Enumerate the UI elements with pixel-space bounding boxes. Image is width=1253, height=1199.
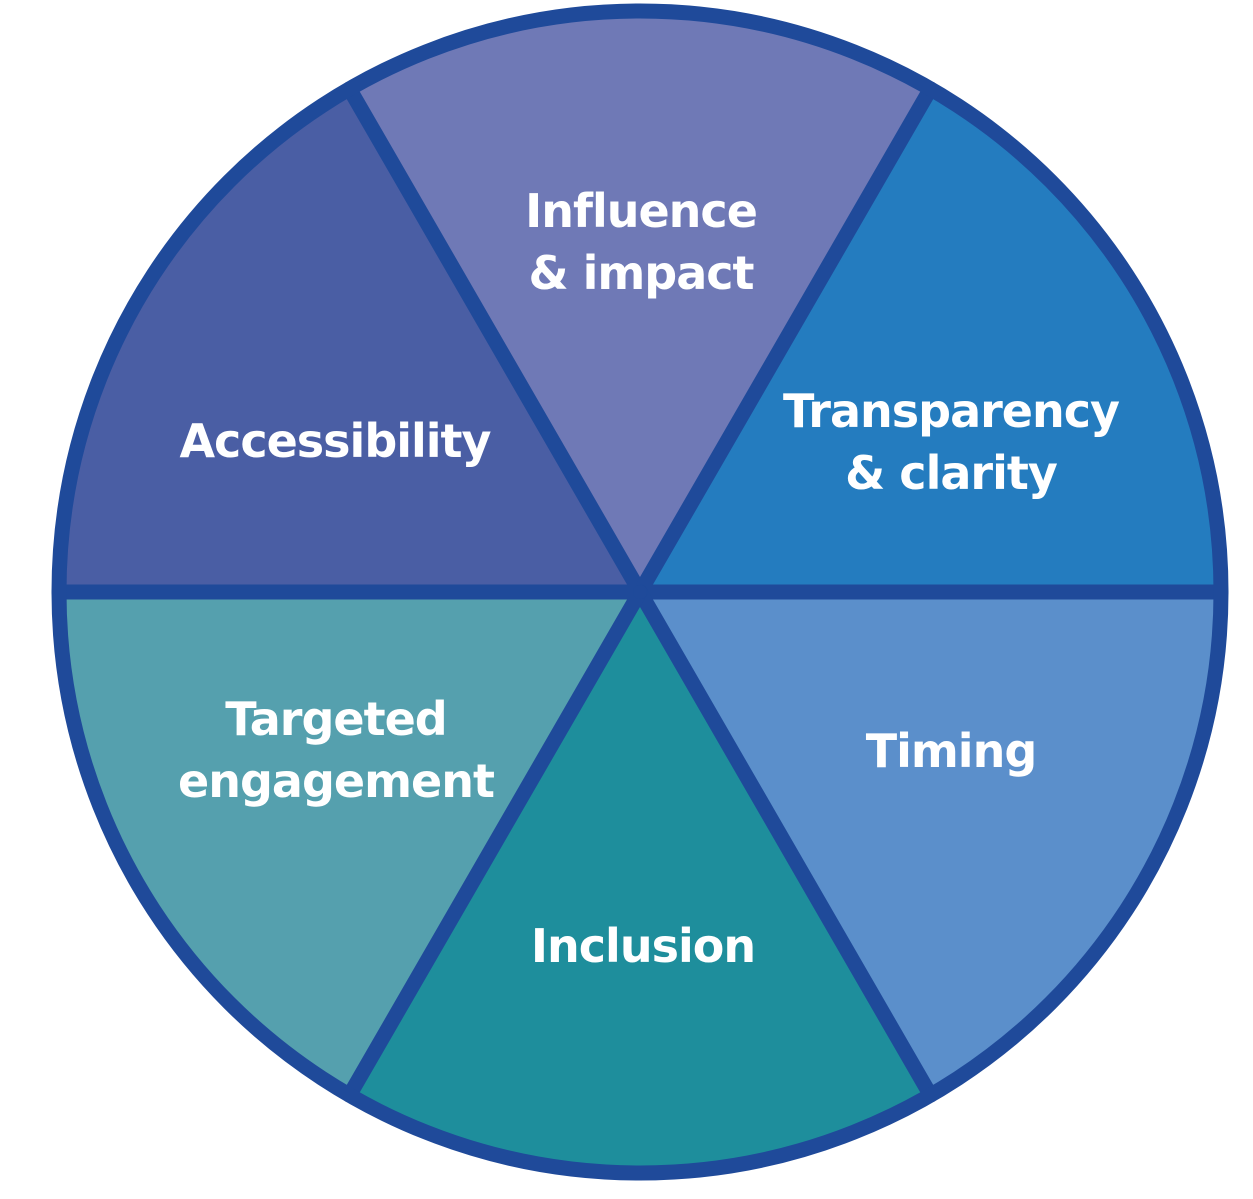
label-line: Transparency	[783, 384, 1120, 438]
wheel-outer-ring	[51, 3, 1229, 1181]
label-line: Inclusion	[531, 919, 755, 973]
divider-line	[342, 584, 648, 1103]
label-timing: Timing	[866, 724, 1037, 778]
divider-line	[342, 81, 648, 600]
segment-influence-impact	[349, 11, 931, 592]
label-line: engagement	[178, 754, 494, 808]
wheel-segments	[59, 11, 1221, 1173]
label-line: & impact	[528, 246, 753, 300]
divider-line	[632, 584, 938, 1103]
label-line: & clarity	[845, 446, 1058, 500]
divider-line	[632, 81, 938, 600]
label-line: Accessibility	[179, 414, 491, 468]
label-inclusion: Inclusion	[531, 919, 755, 973]
label-transparency-clarity: Transparency & clarity	[783, 384, 1120, 500]
label-accessibility: Accessibility	[179, 414, 491, 468]
wheel-dividers	[51, 81, 1229, 1103]
wheel-center-hub	[633, 585, 647, 599]
label-line: Timing	[866, 724, 1037, 778]
label-influence-impact: Influence & impact	[525, 184, 757, 300]
segment-inclusion	[349, 592, 931, 1173]
label-targeted-engagement: Targeted engagement	[178, 692, 494, 808]
label-line: Influence	[525, 184, 757, 238]
label-line: Targeted	[225, 692, 446, 746]
